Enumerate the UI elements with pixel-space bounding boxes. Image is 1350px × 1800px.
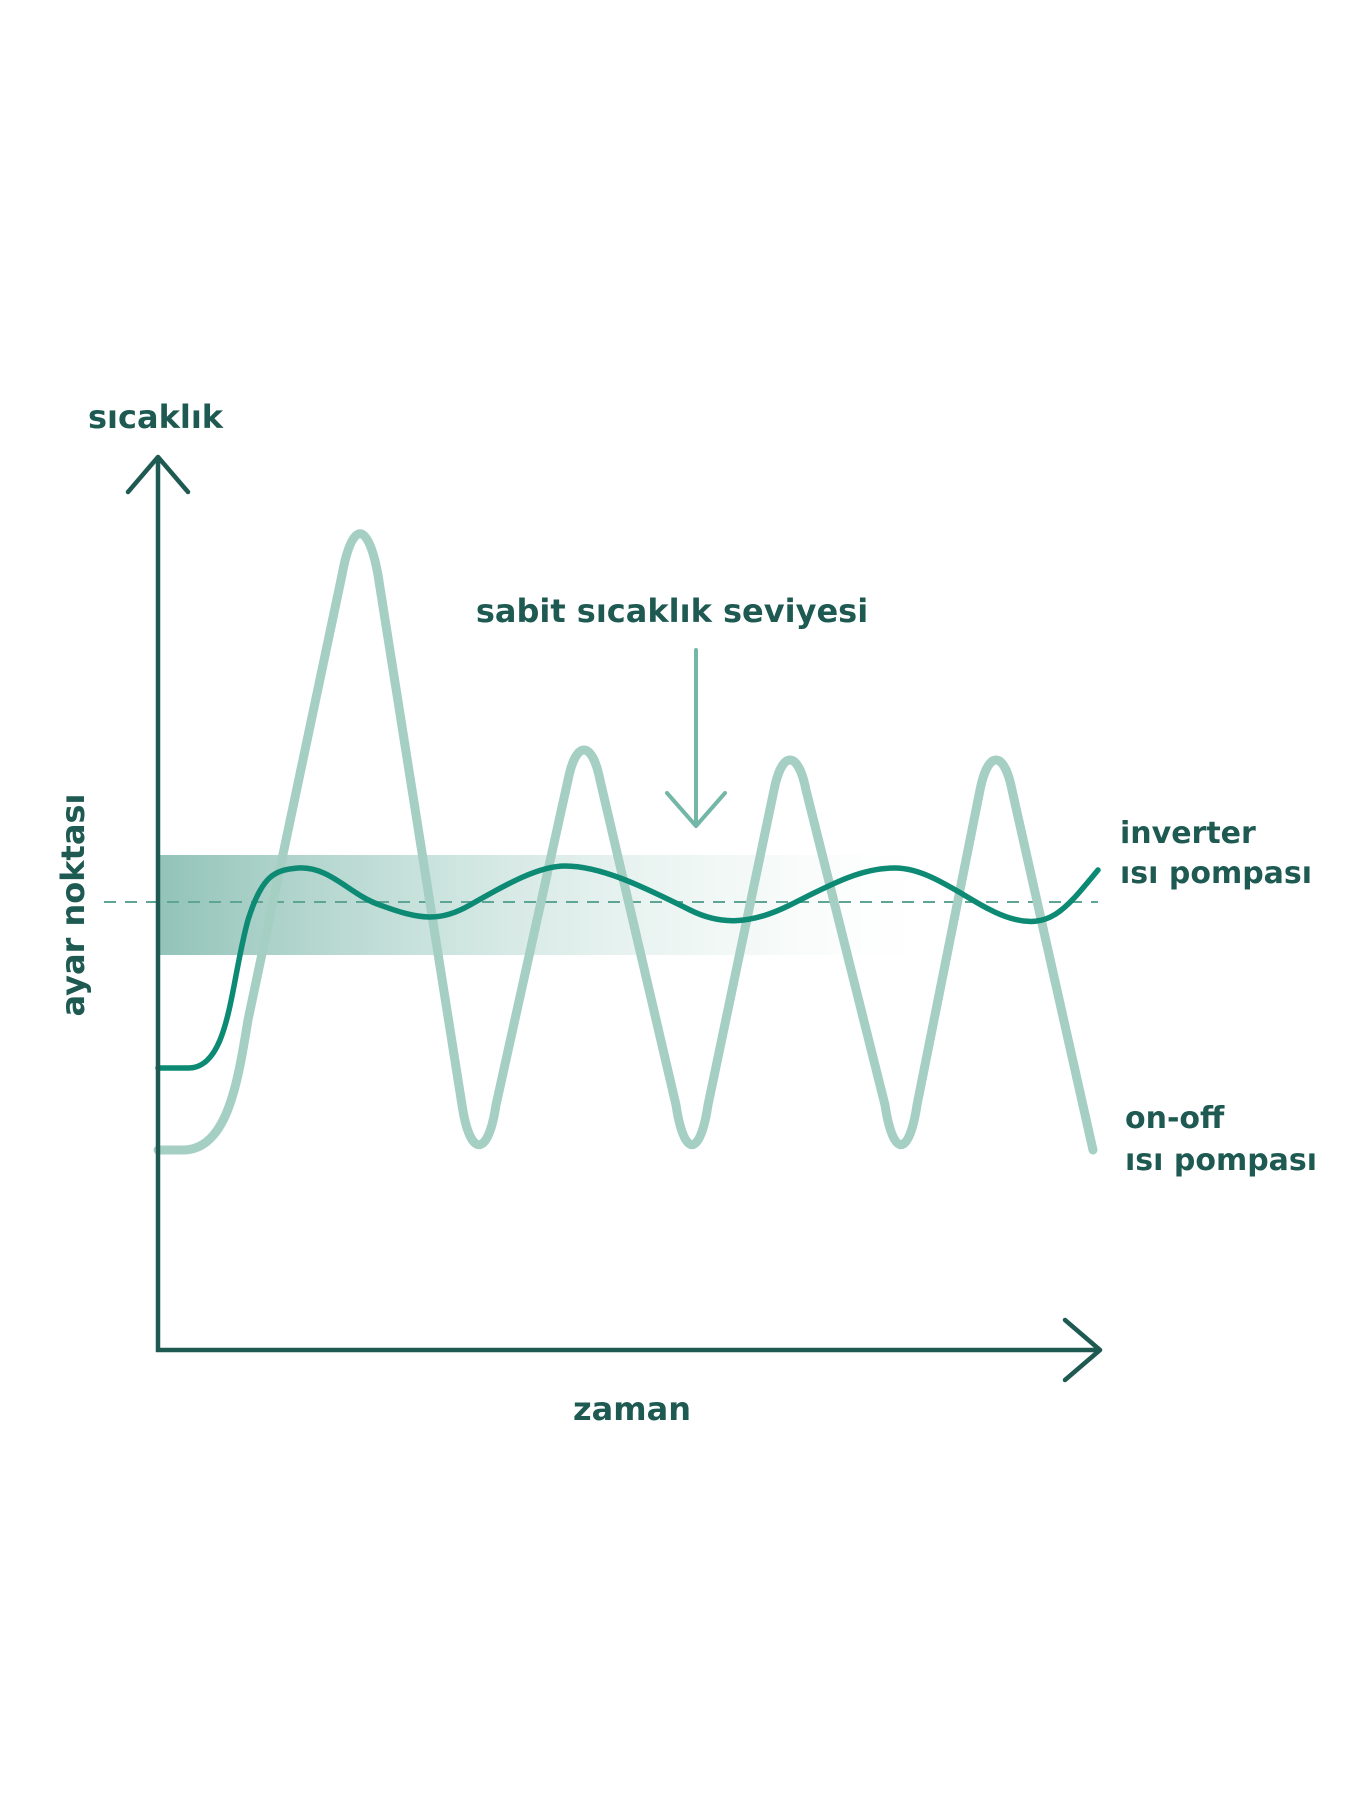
inverter-heat-pump-curve xyxy=(155,863,1101,1071)
y-axis-arrow-icon xyxy=(125,454,191,495)
setpoint-label: ayar noktası xyxy=(54,794,92,1017)
onoff-label-line1: on-off xyxy=(1125,1101,1225,1136)
x-axis-arrow-icon xyxy=(1062,1317,1103,1383)
annotation-arrow-head xyxy=(665,791,727,828)
inverter-label-line2: ısı pompası xyxy=(1120,856,1312,891)
inverter-label-line1: inverter xyxy=(1120,816,1256,851)
x-axis-label: zaman xyxy=(573,1390,691,1428)
annotation-label: sabit sıcaklık seviyesi xyxy=(476,592,868,630)
onoff-heat-pump-curve xyxy=(153,529,1098,1155)
onoff-label-line2: ısı pompası xyxy=(1125,1143,1317,1178)
y-axis-label: sıcaklık xyxy=(88,398,224,436)
